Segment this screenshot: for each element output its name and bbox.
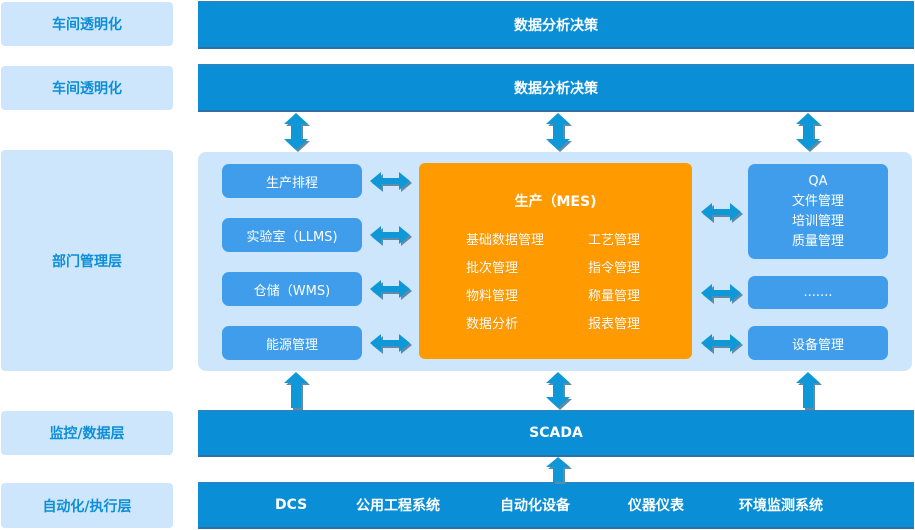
bottom-item-automation-equipment: 自动化设备	[500, 498, 570, 514]
mes-production-block[interactable]: 生产（MES) 基础数据管理 批次管理 物料管理 数据分析 工艺管理 指令管理 …	[419, 163, 692, 359]
mes-item-instruction: 指令管理	[588, 261, 641, 276]
mes-item-process: 工艺管理	[588, 233, 641, 248]
module-production-scheduling[interactable]: 生产排程	[222, 164, 362, 198]
double-arrow-horizontal-icon	[370, 334, 412, 354]
qa-title: QA	[808, 173, 828, 189]
bottom-item-instruments: 仪器仪表	[628, 498, 684, 514]
double-arrow-horizontal-icon	[370, 226, 412, 246]
mes-item-report: 报表管理	[588, 317, 641, 332]
double-arrow-horizontal-icon	[701, 284, 743, 304]
mes-title: 生产（MES)	[514, 194, 597, 210]
mes-item-basic-data: 基础数据管理	[466, 233, 545, 248]
module-warehouse-wms[interactable]: 仓储（WMS)	[222, 272, 362, 306]
bottom-item-dcs: DCS	[275, 497, 308, 513]
mes-item-data-analysis: 数据分析	[466, 317, 519, 332]
up-arrow-icon	[284, 372, 310, 410]
double-arrow-horizontal-icon	[701, 203, 743, 223]
double-arrow-horizontal-icon	[370, 172, 412, 192]
layer-label-monitoring-data: 监控/数据层	[1, 411, 173, 455]
up-arrow-icon	[546, 457, 572, 484]
mes-item-material: 物料管理	[466, 289, 519, 304]
double-arrow-vertical-icon	[546, 113, 572, 152]
layer-label-automation-execution: 自动化/执行层	[1, 483, 173, 528]
bottom-item-utility-engineering: 公用工程系统	[356, 498, 440, 514]
module-energy-management[interactable]: 能源管理	[222, 326, 362, 360]
layer-label-department-management: 部门管理层	[1, 150, 173, 371]
double-arrow-vertical-icon	[284, 113, 310, 152]
qa-item-quality: 质量管理	[791, 233, 844, 249]
qa-item-document: 文件管理	[791, 193, 844, 209]
band-scada: SCADA	[198, 410, 914, 457]
band-automation-execution: DCS 公用工程系统 自动化设备 仪器仪表 环境监测系统	[198, 482, 914, 529]
module-qa[interactable]: QA 文件管理 培训管理 质量管理	[748, 164, 888, 259]
bottom-item-environmental-monitoring: 环境监测系统	[739, 498, 823, 514]
layer-label-workshop-transparency-1: 车间透明化	[1, 2, 173, 46]
band-data-analysis-decision-2: 数据分析决策	[198, 64, 914, 112]
module-more[interactable]: .......	[748, 276, 888, 309]
module-laboratory-llms[interactable]: 实验室（LLMS)	[222, 218, 362, 252]
double-arrow-horizontal-icon	[370, 280, 412, 300]
module-equipment-management[interactable]: 设备管理	[748, 326, 888, 360]
mes-item-batch: 批次管理	[466, 261, 519, 276]
double-arrow-horizontal-icon	[701, 334, 743, 354]
layer-label-workshop-transparency-2: 车间透明化	[1, 66, 173, 110]
up-arrow-icon	[796, 372, 822, 410]
band-data-analysis-decision-1: 数据分析决策	[198, 1, 914, 49]
double-arrow-vertical-icon	[546, 372, 572, 410]
double-arrow-vertical-icon	[796, 113, 822, 152]
mes-item-weighing: 称量管理	[588, 289, 641, 304]
qa-item-training: 培训管理	[791, 213, 844, 229]
